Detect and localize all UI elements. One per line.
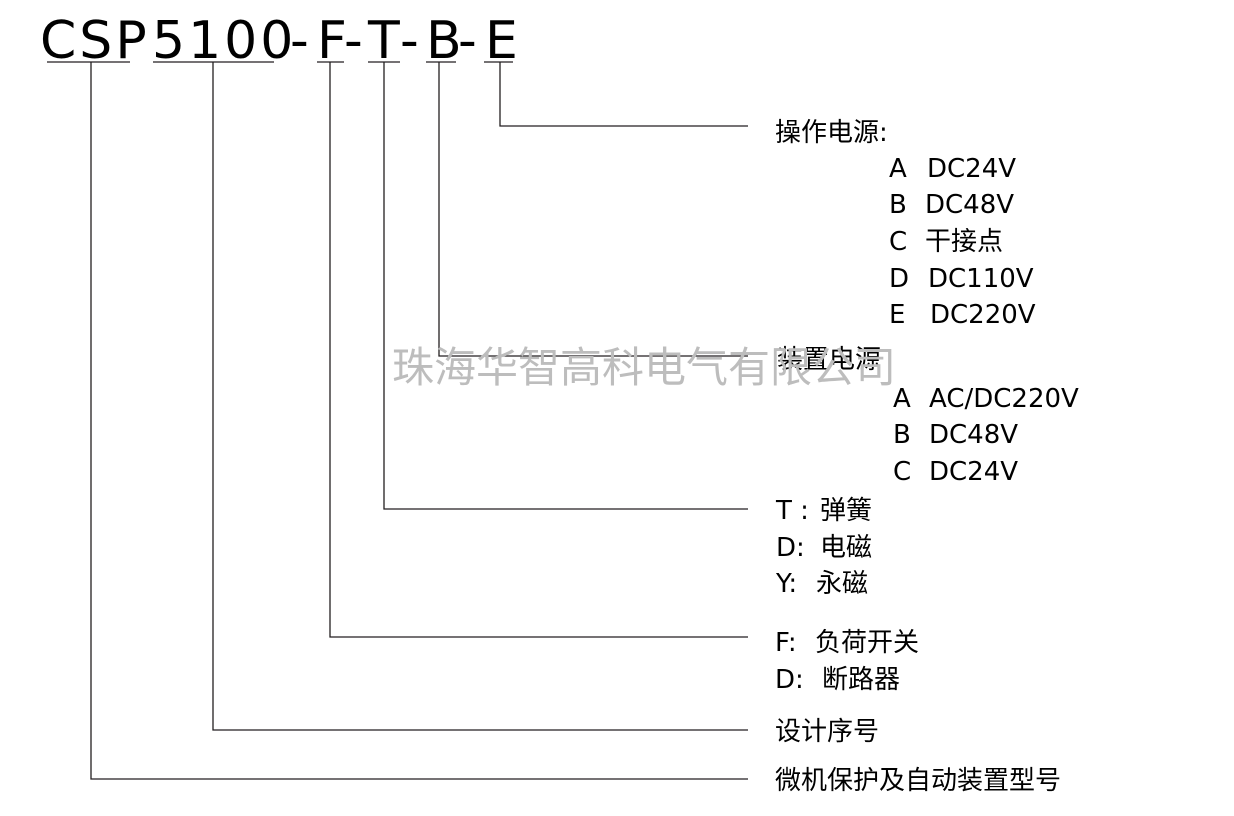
op-option-a-key: A bbox=[889, 154, 907, 184]
design-serial-label: 设计序号 bbox=[775, 717, 879, 747]
operating-power-label: 操作电源: bbox=[775, 118, 888, 148]
mech-item-d-key: D: bbox=[776, 533, 805, 563]
code-series: 5100 bbox=[152, 11, 296, 71]
code-f: F bbox=[317, 11, 350, 71]
op-option-d-value: DC110V bbox=[928, 264, 1034, 294]
model-code: CSP 5100 - F - T - B - E bbox=[40, 11, 521, 71]
code-prefix: CSP bbox=[40, 11, 150, 71]
op-option-b-value: DC48V bbox=[925, 190, 1014, 220]
mechanism-group: T : 弹簧 D: 电磁 Y: 永磁 bbox=[775, 496, 872, 599]
op-option-e-key: E bbox=[889, 300, 905, 330]
leader-switch-type bbox=[329, 62, 748, 638]
dp-option-c-value: DC24V bbox=[929, 457, 1018, 487]
company-watermark: 珠海华智高科电气有限公司 bbox=[392, 343, 896, 392]
dp-option-b-value: DC48V bbox=[929, 420, 1018, 450]
code-e: E bbox=[485, 11, 521, 71]
switch-item-f-key: F: bbox=[775, 628, 797, 658]
dp-option-a-key: A bbox=[893, 384, 911, 414]
code-dash-2: - bbox=[344, 11, 366, 71]
code-b: B bbox=[426, 11, 465, 71]
leader-mechanism bbox=[383, 62, 748, 510]
code-dash-4: - bbox=[458, 11, 480, 71]
dp-option-b-key: B bbox=[893, 420, 911, 450]
leader-lines bbox=[90, 62, 748, 780]
leader-model-desc bbox=[90, 62, 748, 780]
mech-item-y-value: 永磁 bbox=[816, 569, 868, 599]
op-option-a-value: DC24V bbox=[927, 154, 1016, 184]
leader-operating-power bbox=[499, 62, 748, 127]
operating-power-group: 操作电源: A DC24V B DC48V C 干接点 D DC110V E D… bbox=[775, 118, 1036, 330]
dp-option-c-key: C bbox=[893, 457, 911, 487]
leader-design-serial bbox=[212, 62, 748, 731]
device-power-label: 装置电源 bbox=[777, 345, 881, 375]
op-option-c-value: 干接点 bbox=[925, 227, 1003, 257]
code-t: T bbox=[367, 11, 403, 71]
op-option-d-key: D bbox=[889, 264, 909, 294]
mech-item-t-key: T : bbox=[775, 496, 809, 526]
switch-type-group: F: 负荷开关 D: 断路器 bbox=[775, 628, 919, 695]
op-option-c-key: C bbox=[889, 227, 907, 257]
dp-option-a-value: AC/DC220V bbox=[929, 384, 1079, 414]
mech-item-y-key: Y: bbox=[775, 569, 797, 599]
switch-item-d-value: 断路器 bbox=[822, 665, 900, 695]
code-dash-3: - bbox=[400, 11, 422, 71]
leader-device-power bbox=[438, 62, 748, 357]
op-option-e-value: DC220V bbox=[930, 300, 1036, 330]
model-desc-label: 微机保护及自动装置型号 bbox=[775, 766, 1061, 796]
op-option-b-key: B bbox=[889, 190, 907, 220]
switch-item-d-key: D: bbox=[775, 665, 804, 695]
device-power-group: 装置电源 A AC/DC220V B DC48V C DC24V bbox=[777, 345, 1079, 487]
switch-item-f-value: 负荷开关 bbox=[815, 628, 919, 658]
mech-item-d-value: 电磁 bbox=[820, 533, 872, 563]
mech-item-t-value: 弹簧 bbox=[820, 496, 872, 526]
code-dash-1: - bbox=[290, 11, 312, 71]
